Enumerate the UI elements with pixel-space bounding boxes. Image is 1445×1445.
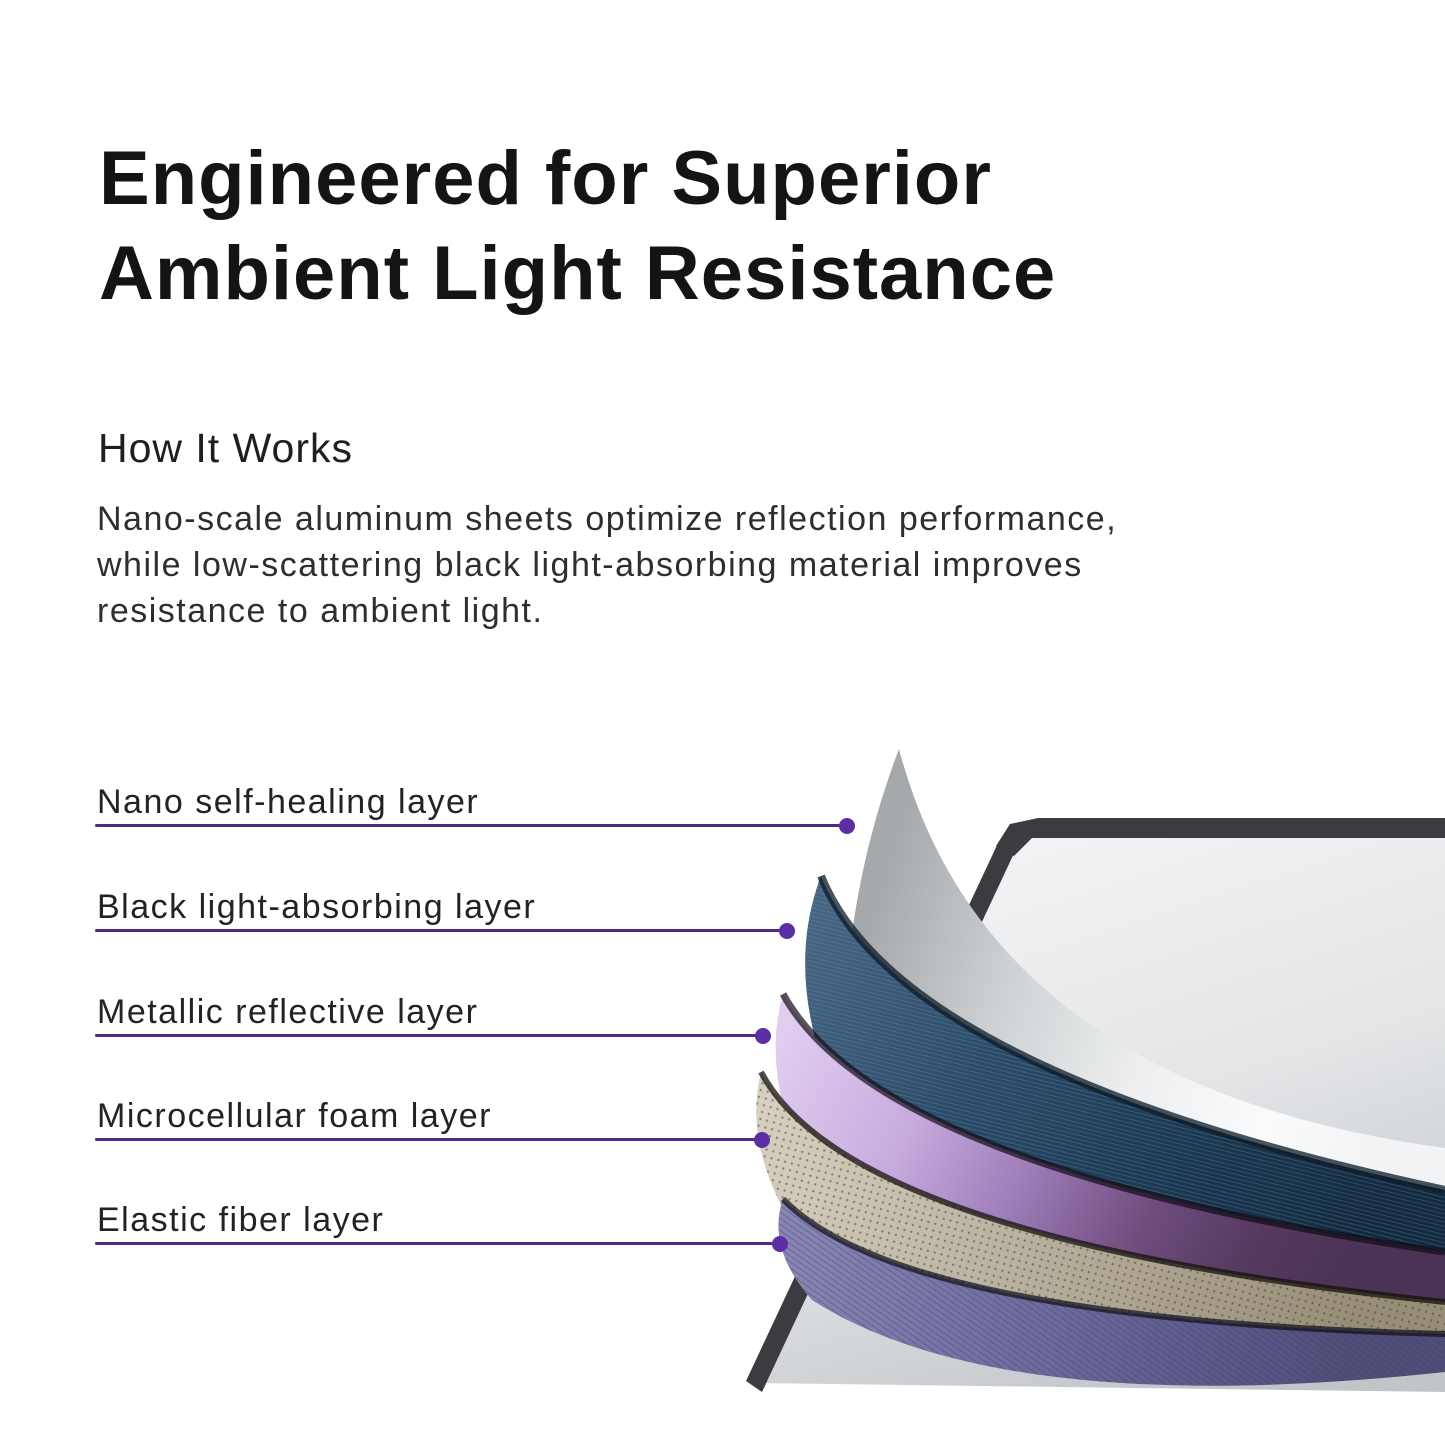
illustration-layer-elastic-rim xyxy=(780,1196,1445,1337)
leader-line xyxy=(95,1131,770,1148)
layer-label-metallic-reflective: Metallic reflective layer xyxy=(95,990,771,1044)
layer-label-microcellular-foam: Microcellular foam layer xyxy=(95,1094,770,1148)
leader-dot xyxy=(755,1027,771,1044)
layer-label-text: Metallic reflective layer xyxy=(97,993,479,1031)
illustration-layer-foam-texture xyxy=(756,1072,1445,1347)
illustration-layer-microcellular-foam xyxy=(756,1072,1445,1347)
page-title-line1: Engineered for Superior xyxy=(99,136,992,221)
layer-label-text: Nano self-healing layer xyxy=(97,783,480,821)
illustration-layer-elastic-texture xyxy=(778,1199,1445,1386)
illustration-layer-elastic-fiber xyxy=(778,1199,1445,1386)
illustration-layer-light-absorbing-rim xyxy=(817,874,1445,1194)
illustration-layer-light-absorbing-texture xyxy=(805,876,1445,1252)
leader-dot xyxy=(839,817,855,834)
screen-surface xyxy=(752,826,1445,1392)
section-body-line1: Nano-scale aluminum sheets optimize refl… xyxy=(97,500,1118,538)
illustration-layer-light-absorbing xyxy=(805,876,1445,1252)
section-body-line3: resistance to ambient light. xyxy=(97,592,544,630)
leader-line xyxy=(95,1027,771,1044)
layer-label-text: Microcellular foam layer xyxy=(97,1097,492,1135)
layer-label-light-absorbing: Black light-absorbing layer xyxy=(95,885,795,939)
layer-label-text: Elastic fiber layer xyxy=(97,1201,385,1239)
illustration-layer-metallic-reflective xyxy=(775,994,1445,1304)
leader-dot xyxy=(772,1235,788,1252)
leader-dot xyxy=(779,922,795,939)
section-body-line2: while low-scattering black light-absorbi… xyxy=(97,546,1083,584)
page-title-line2: Ambient Light Resistance xyxy=(99,231,1057,316)
section-heading: How It Works xyxy=(98,425,353,471)
illustration-layer-nano-self-healing xyxy=(845,749,1445,1198)
layer-label-text: Black light-absorbing layer xyxy=(97,888,537,926)
layer-label-nano-self-healing: Nano self-healing layer xyxy=(95,780,855,834)
leader-line xyxy=(95,817,855,834)
section-body: Nano-scale aluminum sheets optimize refl… xyxy=(97,496,1367,634)
illustration-layer-foam-rim xyxy=(758,1070,1445,1305)
illustration-layer-nano-shadow xyxy=(843,1007,1445,1200)
screen-frame-top xyxy=(996,818,1445,856)
leader-line xyxy=(95,922,795,939)
page-title: Engineered for Superior Ambient Light Re… xyxy=(99,131,1349,321)
leader-line xyxy=(95,1235,788,1252)
illustration-layer-metallic-rim xyxy=(779,992,1445,1256)
layer-label-elastic-fiber: Elastic fiber layer xyxy=(95,1198,788,1252)
leader-dot xyxy=(754,1131,770,1148)
